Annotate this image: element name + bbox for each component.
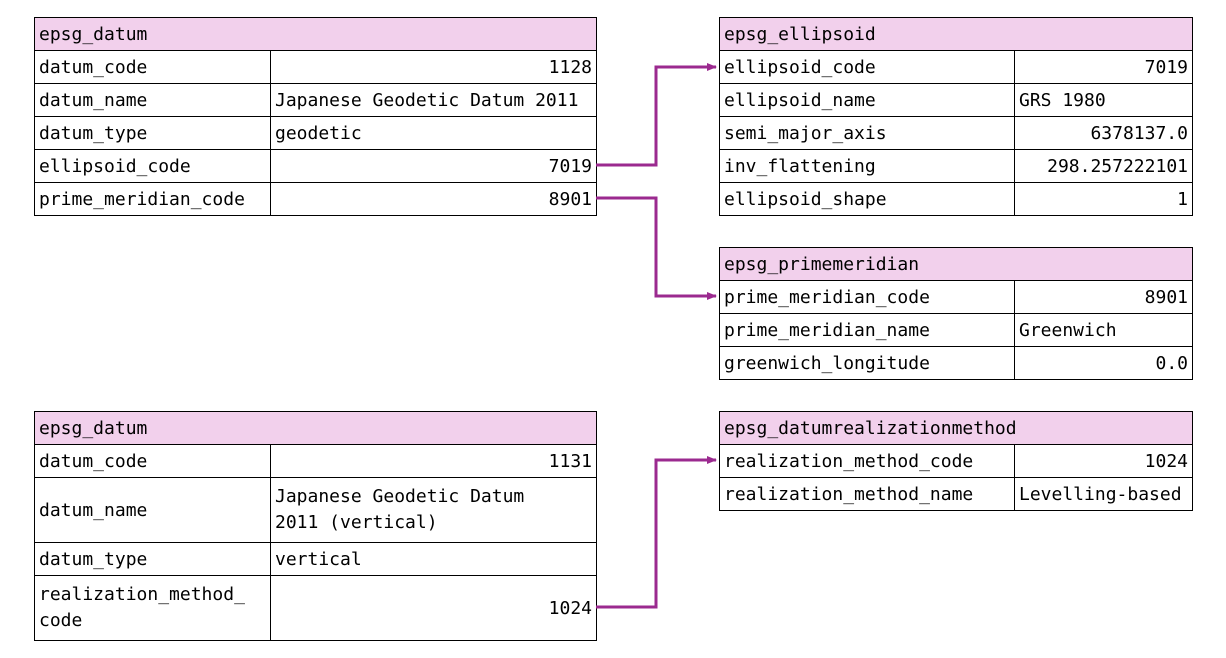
field-value: Greenwich — [1013, 313, 1194, 347]
field-name: inv_flattening — [719, 149, 1015, 183]
field-name: ellipsoid_shape — [719, 182, 1015, 216]
field-value: 1131 — [270, 444, 597, 478]
table-title: epsg_ellipsoid — [719, 17, 1193, 51]
ellipsoid-link-arrow — [596, 63, 717, 167]
field-value: 1 — [1014, 182, 1193, 216]
realizationmethod-link-arrow — [596, 456, 717, 609]
field-value: GRS 1980 — [1014, 83, 1193, 117]
field-name: realization_method_name — [719, 477, 1015, 511]
realizationmethod-table: epsg_datumrealizationmethod realization_… — [718, 411, 1194, 511]
field-name: ellipsoid_name — [719, 83, 1015, 117]
field-value: Japanese Geodetic Datum 2011 — [270, 83, 597, 117]
field-name: realization_method_ code — [34, 575, 271, 641]
field-value: 0.0 — [1013, 346, 1194, 380]
field-name: datum_code — [34, 50, 271, 84]
field-name: datum_code — [34, 444, 271, 478]
table-title: epsg_datum — [34, 411, 597, 445]
field-value: 7019 — [270, 149, 597, 183]
field-name: greenwich_longitude — [719, 346, 1015, 380]
field-value: 7019 — [1014, 50, 1193, 84]
field-value: Japanese Geodetic Datum 2011 (vertical) — [270, 477, 597, 543]
field-value: vertical — [270, 542, 597, 576]
field-value: 8901 — [270, 182, 597, 216]
field-value: 298.257222101 — [1014, 149, 1193, 183]
field-value: 1024 — [1013, 444, 1194, 478]
field-value: 6378137.0 — [1014, 116, 1193, 150]
primemeridian-link-arrow — [596, 196, 717, 300]
field-value: 8901 — [1013, 280, 1194, 314]
field-value: Levelling-based — [1013, 477, 1194, 511]
field-name: datum_name — [34, 477, 271, 543]
field-value: 1024 — [270, 575, 597, 641]
table-title: epsg_datum — [34, 17, 597, 51]
field-name: datum_type — [34, 542, 271, 576]
field-value: 1128 — [270, 50, 597, 84]
table-title: epsg_datumrealizationmethod — [718, 411, 1194, 445]
field-name: realization_method_code — [719, 444, 1015, 478]
field-name: prime_meridian_code — [34, 182, 271, 216]
